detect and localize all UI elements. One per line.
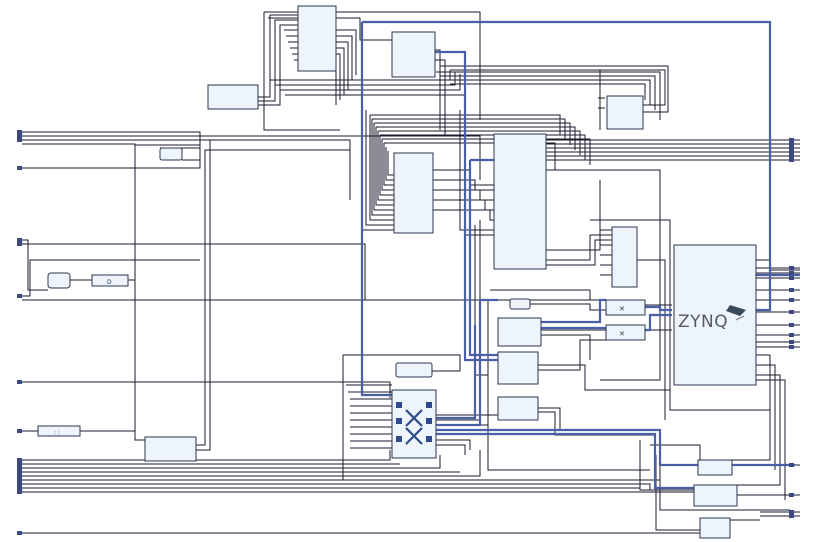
ip-block[interactable]	[497, 351, 539, 385]
ip-block[interactable]	[605, 299, 646, 316]
ip-block[interactable]	[297, 5, 337, 72]
ip-block[interactable]	[693, 484, 738, 507]
ports	[17, 130, 794, 535]
ip-block[interactable]	[497, 396, 539, 421]
axi-interconnect-block[interactable]	[391, 389, 437, 459]
ip-block[interactable]	[611, 226, 638, 288]
svg-text:✕: ✕	[619, 305, 625, 313]
ip-block[interactable]	[207, 84, 259, 110]
ip-block[interactable]	[47, 272, 71, 289]
ip-block[interactable]	[144, 436, 197, 462]
zynq-processing-system-block[interactable]: ZYNQ	[673, 244, 757, 386]
ip-block[interactable]	[497, 317, 542, 347]
ip-block[interactable]	[391, 31, 436, 78]
ip-block[interactable]	[699, 517, 731, 539]
ip-block[interactable]	[606, 95, 644, 130]
ip-block[interactable]	[159, 147, 183, 161]
zynq-logo-icon	[726, 305, 746, 321]
svg-text:: :: : :	[54, 429, 60, 436]
svg-text:✕: ✕	[619, 330, 625, 338]
ip-block[interactable]	[395, 362, 433, 378]
crossbar-icon	[396, 402, 432, 445]
svg-text:D: D	[107, 279, 112, 286]
ip-block[interactable]	[393, 152, 434, 234]
bus-wires	[360, 20, 800, 490]
ip-block[interactable]	[493, 133, 547, 270]
ip-block[interactable]	[509, 298, 531, 310]
ip-block[interactable]	[605, 324, 646, 341]
ip-block[interactable]	[697, 459, 733, 476]
zynq-logo-text: ZYNQ	[678, 312, 728, 332]
ip-block[interactable]	[91, 274, 129, 287]
ip-block[interactable]	[37, 425, 81, 437]
ip-blocks: D : : ✕ ✕	[37, 5, 738, 539]
